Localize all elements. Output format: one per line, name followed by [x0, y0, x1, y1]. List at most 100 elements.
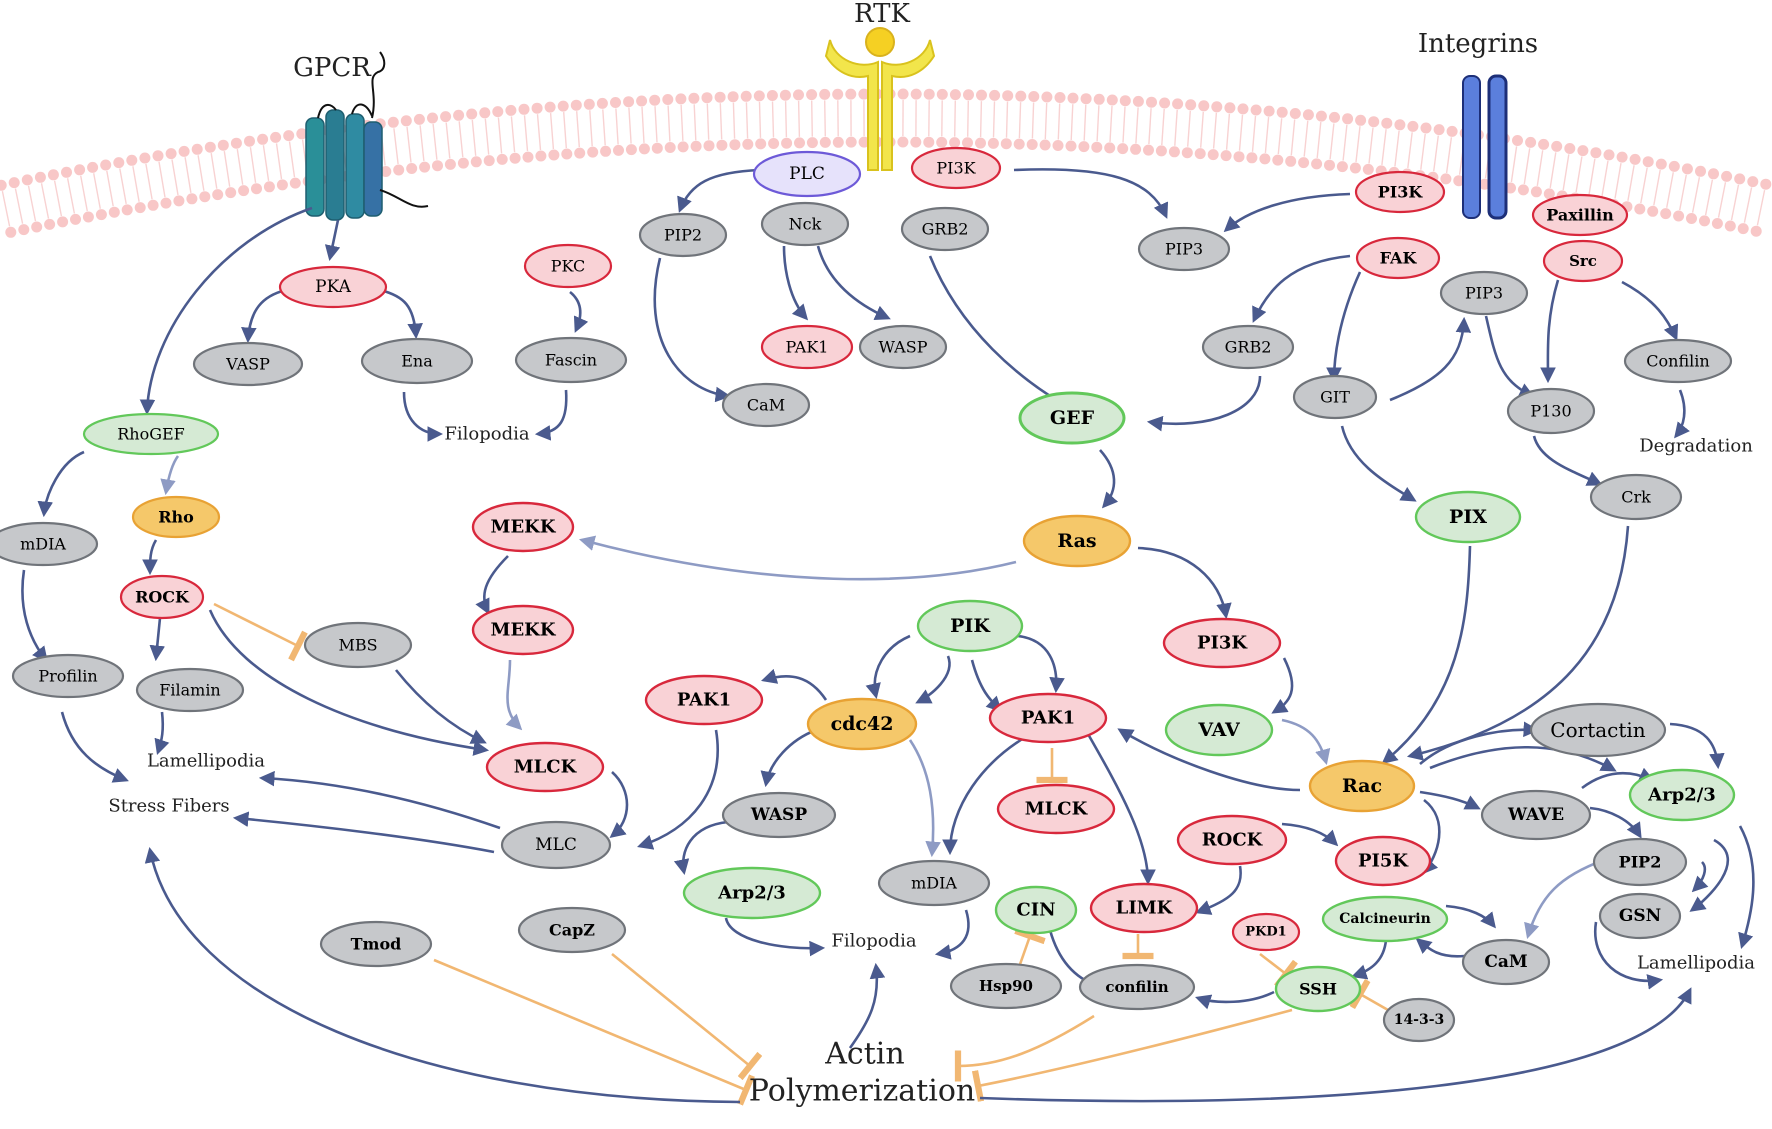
node-label: PAK1 — [786, 338, 829, 357]
node-mdia-mid[interactable]: mDIA — [877, 859, 991, 907]
node-ras[interactable]: Ras — [1022, 514, 1132, 568]
node-pak1-top[interactable]: PAK1 — [760, 324, 854, 370]
lipid-tail — [510, 116, 516, 153]
node-ena[interactable]: Ena — [360, 337, 474, 385]
node-gsn[interactable]: GSN — [1598, 892, 1682, 940]
node-rhogef[interactable]: RhoGEF — [82, 412, 220, 456]
lipid-head — [1250, 104, 1262, 116]
node-pip2-right[interactable]: PIP2 — [1592, 837, 1688, 887]
lipid-head — [152, 150, 164, 162]
node-pi5k[interactable]: PI5K — [1334, 835, 1432, 887]
node-pip3-mid[interactable]: PIP3 — [1439, 270, 1529, 316]
lipid-head — [1130, 143, 1142, 155]
node-pip3-top[interactable]: PIP3 — [1137, 226, 1231, 272]
node-mekk1[interactable]: MEKK — [471, 501, 575, 553]
node-pix[interactable]: PIX — [1414, 490, 1522, 544]
node-p130[interactable]: P130 — [1506, 387, 1596, 435]
edge-ras-pi3kmid — [1137, 546, 1232, 620]
node-rock-mid[interactable]: ROCK — [1176, 814, 1288, 866]
node-rho[interactable]: Rho — [131, 495, 221, 539]
label-lamellipodia-left: Lamellipodia — [147, 751, 265, 772]
node-fascin[interactable]: Fascin — [514, 336, 628, 384]
node-pak1-left[interactable]: PAK1 — [644, 674, 764, 726]
node-hsp90[interactable]: Hsp90 — [949, 962, 1063, 1010]
edge-rho-rock — [142, 539, 158, 576]
node-paxillin[interactable]: Paxillin — [1531, 193, 1629, 237]
node-cortactin[interactable]: Cortactin — [1529, 702, 1667, 758]
lipid-head — [296, 128, 308, 140]
lipid-tail — [992, 101, 996, 138]
lipid-tail — [1420, 133, 1426, 170]
node-gef[interactable]: GEF — [1018, 391, 1126, 445]
node-pak1-mid[interactable]: PAK1 — [988, 692, 1108, 744]
lipid-head — [1517, 184, 1529, 196]
node-calcineurin[interactable]: Calcineurin — [1321, 895, 1449, 943]
node-label: PIP2 — [1619, 853, 1662, 872]
node-label: PI5K — [1358, 851, 1409, 872]
lipid-tail — [771, 101, 775, 138]
node-14-3-3[interactable]: 14-3-3 — [1382, 997, 1456, 1043]
node-crk[interactable]: Crk — [1589, 473, 1683, 521]
node-pip2-top[interactable]: PIP2 — [638, 212, 728, 258]
node-wasp-top[interactable]: WASP — [858, 324, 948, 370]
node-filamin[interactable]: Filamin — [135, 667, 245, 713]
node-rock-left[interactable]: ROCK — [119, 574, 205, 620]
node-vav[interactable]: VAV — [1164, 703, 1274, 757]
lipid-head — [1119, 95, 1131, 107]
node-pkd1[interactable]: PKD1 — [1231, 912, 1301, 952]
node-wasp-mid[interactable]: WASP — [721, 791, 837, 839]
node-tmod[interactable]: Tmod — [319, 920, 433, 968]
node-rac[interactable]: Rac — [1308, 759, 1416, 813]
lipid-head — [923, 88, 935, 100]
node-git[interactable]: GIT — [1292, 374, 1378, 420]
lipid-head — [21, 174, 33, 186]
node-vasp[interactable]: VASP — [192, 341, 304, 387]
node-mdia-left[interactable]: mDIA — [0, 521, 99, 567]
node-arp23-mid[interactable]: Arp2/3 — [682, 866, 822, 920]
node-pi3k-int[interactable]: PI3K — [1354, 170, 1446, 214]
lipid-head — [548, 149, 560, 161]
node-confilin-top[interactable]: Confilin — [1623, 338, 1733, 384]
edge-plc-pip2 — [677, 168, 761, 213]
lipid-head — [766, 90, 778, 101]
inhibit-ssh-actin — [971, 1008, 1293, 1102]
node-profilin[interactable]: Profilin — [11, 653, 125, 699]
lipid-head — [1211, 101, 1223, 113]
node-mbs[interactable]: MBS — [303, 621, 413, 669]
node-mlc[interactable]: MLC — [500, 820, 612, 870]
node-ssh[interactable]: SSH — [1274, 965, 1362, 1013]
node-cam-right[interactable]: CaM — [1461, 938, 1551, 986]
node-cin[interactable]: CIN — [994, 885, 1078, 935]
lipid-head — [238, 185, 250, 197]
rtk-receptor-icon — [824, 27, 936, 171]
node-label: GRB2 — [1225, 338, 1272, 357]
node-limk[interactable]: LIMK — [1089, 882, 1199, 934]
node-grb2-top[interactable]: GRB2 — [900, 206, 990, 252]
node-grb2-mid[interactable]: GRB2 — [1201, 324, 1295, 370]
node-cam-top[interactable]: CaM — [721, 382, 811, 428]
lipid-head — [949, 89, 961, 101]
node-wave[interactable]: WAVE — [1480, 789, 1592, 841]
node-mekk2[interactable]: MEKK — [471, 604, 575, 656]
node-src[interactable]: Src — [1542, 239, 1624, 283]
node-label: Rho — [158, 508, 194, 527]
node-capz[interactable]: CapZ — [517, 906, 627, 954]
node-mlck-mid[interactable]: MLCK — [996, 783, 1116, 835]
node-pi3k-rtk[interactable]: PI3K — [910, 146, 1002, 190]
node-mlck-left[interactable]: MLCK — [485, 741, 605, 793]
node-pkc[interactable]: PKC — [523, 243, 613, 289]
node-label: PAK1 — [677, 690, 731, 711]
node-arp23-right[interactable]: Arp2/3 — [1628, 768, 1736, 822]
node-fak[interactable]: FAK — [1355, 236, 1441, 280]
node-cdc42[interactable]: cdc42 — [806, 697, 918, 751]
edge-gpcr-rhogef — [139, 206, 313, 416]
node-pka[interactable]: PKA — [278, 265, 388, 309]
lipid-head — [1673, 210, 1685, 222]
node-pik[interactable]: PIK — [916, 599, 1024, 653]
node-pi3k-mid[interactable]: PI3K — [1162, 617, 1282, 669]
node-nck[interactable]: Nck — [760, 201, 850, 247]
edge-rac-wave — [1419, 790, 1481, 810]
lipid-head — [444, 158, 456, 170]
node-plc[interactable]: PLC — [752, 150, 862, 198]
node-confilin-low[interactable]: confilin — [1078, 963, 1196, 1011]
